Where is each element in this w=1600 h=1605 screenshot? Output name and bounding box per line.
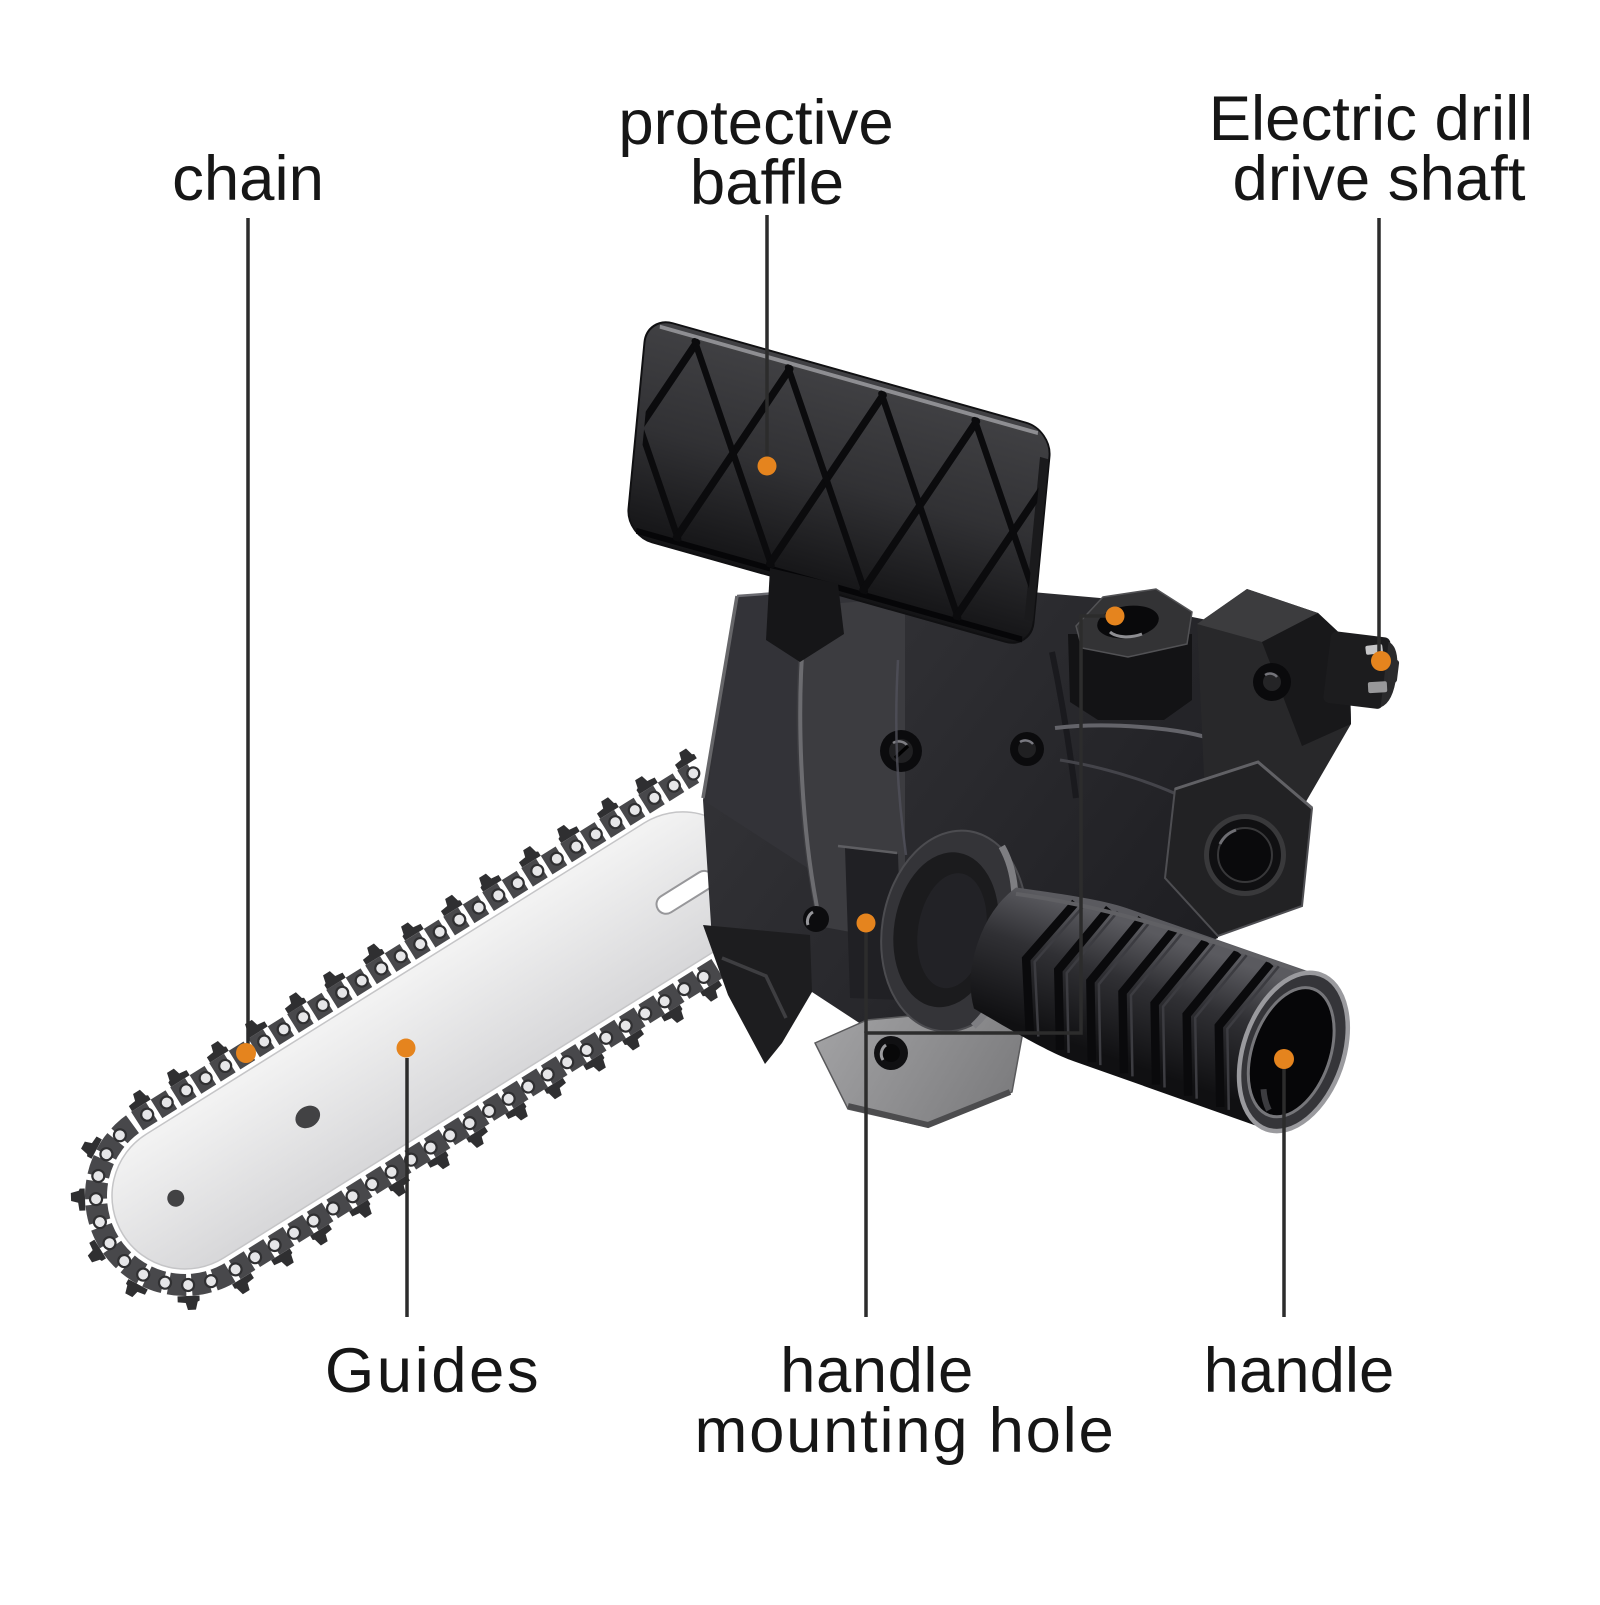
svg-text:baffle: baffle (690, 148, 844, 218)
svg-text:Electric drill: Electric drill (1209, 84, 1534, 154)
svg-text:drive shaft: drive shaft (1233, 144, 1526, 214)
svg-text:mounting hole: mounting hole (694, 1396, 1115, 1466)
svg-text:handle: handle (780, 1336, 974, 1406)
svg-text:protective: protective (618, 88, 893, 158)
svg-text:handle: handle (1204, 1336, 1395, 1406)
svg-text:Guides: Guides (325, 1336, 541, 1406)
svg-text:chain: chain (172, 144, 324, 214)
